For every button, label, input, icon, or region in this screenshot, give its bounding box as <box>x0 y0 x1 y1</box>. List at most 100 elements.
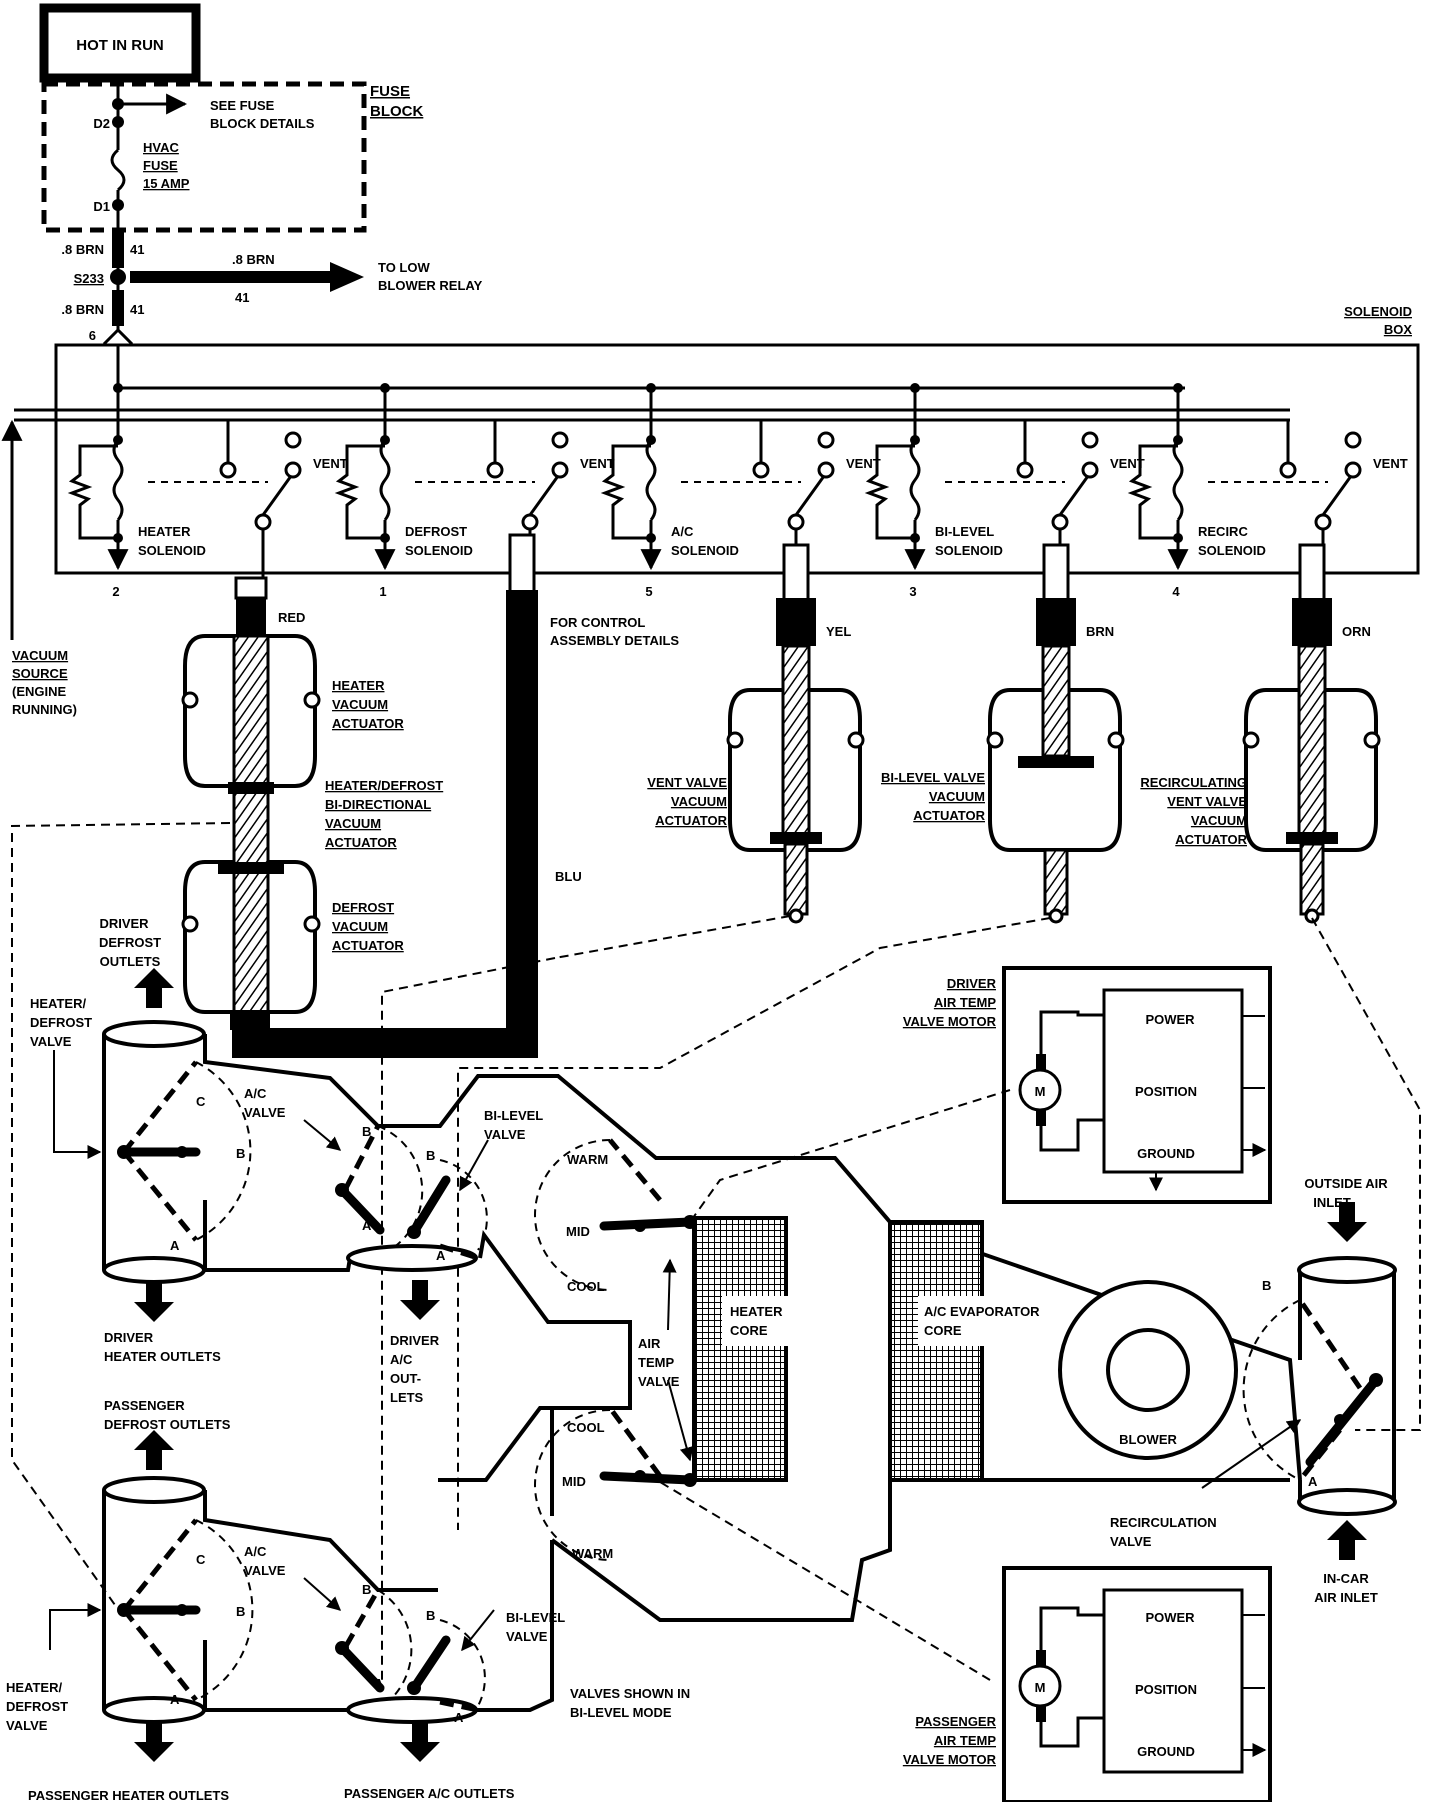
flow-arrows <box>134 968 1367 1762</box>
control-2: ASSEMBLY DETAILS <box>550 633 679 648</box>
letter-a-bot-hd: A <box>170 1692 180 1707</box>
valve-pivots <box>117 1145 1383 1695</box>
driver-heater-arrow-icon <box>134 1282 174 1322</box>
defrost-actuator-1: DEFROST <box>332 900 394 915</box>
letter-a-top-ac: A <box>362 1218 372 1233</box>
heater-defrost-actuator <box>181 634 321 1030</box>
vent-label: VENT <box>313 456 348 471</box>
in-car-air-arrow-icon <box>1327 1520 1367 1560</box>
pin-6: 6 <box>89 328 96 343</box>
pin-d1: D1 <box>93 199 110 214</box>
outlet-curls <box>102 1020 1397 1724</box>
driver-defrost-1: DRIVER <box>99 916 149 931</box>
hose-brn-label: BRN <box>1086 624 1114 639</box>
vent-label: VENT <box>1373 456 1408 471</box>
heater-actuator-2: VACUUM <box>332 697 388 712</box>
recirc-actuator-3: VACUUM <box>1191 813 1247 828</box>
bidir-actuator-3: VACUUM <box>325 816 381 831</box>
hd-valve-top-1: HEATER/ <box>30 996 86 1011</box>
vent-actuator-3: ACTUATOR <box>655 813 727 828</box>
solenoid-group: HEATERSOLENOID2VENTDEFROSTSOLENOID1VENTA… <box>67 383 1408 600</box>
solenoid-pin: 3 <box>909 584 916 599</box>
valves-shown-1: VALVES SHOWN IN <box>570 1686 690 1701</box>
warm-top: WARM <box>567 1152 608 1167</box>
wire-top: .8 BRN <box>61 242 104 257</box>
letter-b-top-ac: B <box>362 1124 371 1139</box>
heater-core-1: HEATER <box>730 1304 783 1319</box>
recirc-actuator-4: ACTUATOR <box>1175 832 1247 847</box>
driver-ac-3: OUT- <box>390 1371 421 1386</box>
passenger-motor-title-2: AIR TEMP <box>934 1733 996 1748</box>
solenoid-name-1: A/C <box>671 524 694 539</box>
driver-defrost-3: OUTLETS <box>100 954 161 969</box>
heater-actuator-1: HEATER <box>332 678 385 693</box>
vent-valve-actuator <box>726 644 865 924</box>
solenoid-coil-icon <box>112 439 124 521</box>
heater-core-label-bg <box>722 1296 822 1346</box>
air-temp-2: TEMP <box>638 1355 674 1370</box>
letter-a-bot-bl: A <box>454 1710 464 1725</box>
passenger-heater-label: PASSENGER HEATER OUTLETS <box>28 1788 229 1802</box>
recirc-valve-2: VALVE <box>1110 1534 1152 1549</box>
solenoid-name-2: SOLENOID <box>935 543 1003 558</box>
mid-top: MID <box>566 1224 590 1239</box>
hd-valve-bot-2: DEFROST <box>6 1699 68 1714</box>
driver-motor-title-2: AIR TEMP <box>934 995 996 1010</box>
wire-right-num: 41 <box>235 290 249 305</box>
vent-label: VENT <box>846 456 881 471</box>
bilevel-actuator-1: BI-LEVEL VALVE <box>881 770 985 785</box>
heater-core-2: CORE <box>730 1323 768 1338</box>
passenger-ac-arrow-icon <box>400 1722 440 1762</box>
bilevel-actuator-2: VACUUM <box>929 789 985 804</box>
vent-actuator-1: VENT VALVE <box>647 775 727 790</box>
driver-power: POWER <box>1145 1012 1195 1027</box>
solenoid-pin: 2 <box>112 584 119 599</box>
vent-actuator-2: VACUUM <box>671 794 727 809</box>
bidir-actuator-2: BI-DIRECTIONAL <box>325 797 431 812</box>
recirc-actuator-2: VENT VALVE <box>1167 794 1247 809</box>
ac-valve-top-2: VALVE <box>244 1105 286 1120</box>
letter-a-recirc: A <box>1308 1474 1318 1489</box>
letter-b-bot-bl: B <box>426 1608 435 1623</box>
passenger-power: POWER <box>1145 1610 1195 1625</box>
blower-label: BLOWER <box>1119 1432 1177 1447</box>
passenger-motor-box <box>1002 1566 1270 1802</box>
bilevel-actuator-3: ACTUATOR <box>913 808 985 823</box>
hvac-fuse-1: HVAC <box>143 140 179 155</box>
fuse-block-label-1: FUSE <box>370 83 410 100</box>
valves-shown-2: BI-LEVEL MODE <box>570 1705 672 1720</box>
solenoid-box-title-2: BOX <box>1384 322 1413 337</box>
cool-top: COOL <box>567 1279 605 1294</box>
passenger-defrost-1: PASSENGER <box>104 1398 185 1413</box>
letter-b-bot-hd: B <box>236 1604 245 1619</box>
hose-blu-label: BLU <box>555 869 582 884</box>
driver-motor-m: M <box>1035 1084 1046 1099</box>
letter-c-top: C <box>196 1094 206 1109</box>
hd-valve-bot-1: HEATER/ <box>6 1680 62 1695</box>
solenoid-name-1: DEFROST <box>405 524 467 539</box>
passenger-heater-arrow-icon <box>134 1722 174 1762</box>
ac-valve-bot-2: VALVE <box>244 1563 286 1578</box>
vent-label: VENT <box>580 456 615 471</box>
solenoid-name-2: SOLENOID <box>138 543 206 558</box>
passenger-position: POSITION <box>1135 1682 1197 1697</box>
letter-b-top-hd: B <box>236 1146 245 1161</box>
solenoid-name-1: BI-LEVEL <box>935 524 994 539</box>
valve-arrows <box>49 1050 1302 1652</box>
evap-core-1: A/C EVAPORATOR <box>924 1304 1040 1319</box>
outside-air-2: INLET <box>1313 1195 1351 1210</box>
solenoid-resistor-icon <box>334 444 385 540</box>
outside-air-1: OUTSIDE AIR <box>1304 1176 1388 1191</box>
hose-red-label: RED <box>278 610 305 625</box>
driver-ground: GROUND <box>1137 1146 1195 1161</box>
ac-valve-bot-1: A/C <box>244 1544 267 1559</box>
hvac-fuse-3: 15 AMP <box>143 176 190 191</box>
defrost-actuator-3: ACTUATOR <box>332 938 404 953</box>
solenoid-coil-icon <box>645 439 657 521</box>
driver-defrost-arrow-icon <box>134 968 174 1008</box>
solenoid-box-title-1: SOLENOID <box>1344 304 1412 319</box>
